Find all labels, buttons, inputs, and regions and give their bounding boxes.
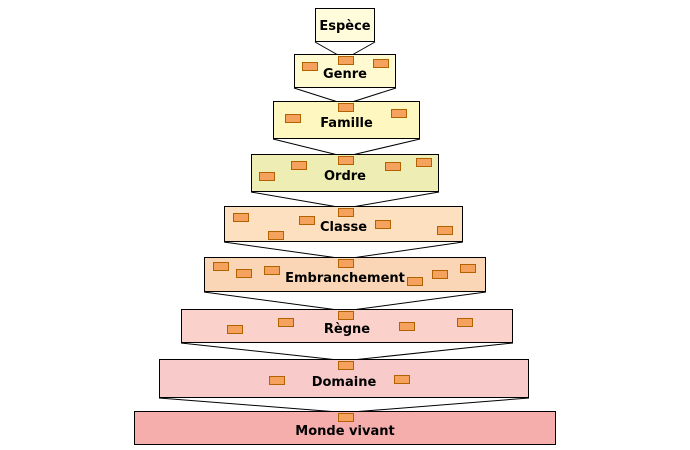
funnel-target-marker: [338, 311, 354, 320]
level-domaine-label: Domaine: [311, 374, 377, 390]
taxon-marker: [285, 114, 301, 123]
taxon-marker: [437, 226, 453, 235]
funnel-target-marker: [338, 103, 354, 112]
taxon-marker: [394, 375, 410, 384]
taxon-marker: [302, 62, 318, 71]
level-espece-label: Espèce: [319, 19, 371, 34]
taxon-marker: [268, 231, 284, 240]
level-ordre-label: Ordre: [324, 169, 366, 184]
level-ordre: Ordre: [251, 154, 439, 192]
taxon-marker: [299, 216, 315, 225]
funnel-target-marker: [338, 259, 354, 268]
taxon-marker: [213, 262, 229, 271]
taxon-marker: [264, 266, 280, 275]
taxon-marker: [278, 318, 294, 327]
taxon-marker: [432, 270, 448, 279]
funnel-target-marker: [338, 156, 354, 165]
taxon-marker: [385, 162, 401, 171]
level-genre-label: Genre: [323, 67, 367, 82]
taxon-marker: [269, 376, 285, 385]
taxon-marker: [460, 264, 476, 273]
level-espece: Espèce: [315, 8, 375, 42]
taxon-marker: [416, 158, 432, 167]
taxon-marker: [233, 213, 249, 222]
level-domaine: Domaine: [159, 359, 529, 398]
taxon-marker: [259, 172, 275, 181]
funnel-target-marker: [338, 208, 354, 217]
level-genre: Genre: [294, 54, 396, 88]
taxon-marker: [399, 322, 415, 331]
taxon-marker: [291, 161, 307, 170]
level-classe-label: Classe: [319, 220, 368, 235]
level-monde-vivant: Monde vivant: [134, 411, 556, 445]
funnel-target-marker: [338, 413, 354, 422]
taxon-marker: [236, 269, 252, 278]
level-famille: Famille: [273, 101, 420, 139]
level-regne-label: Règne: [323, 322, 371, 337]
taxon-marker: [227, 325, 243, 334]
level-embranchement-label: Embranchement: [285, 270, 405, 286]
level-famille-label: Famille: [320, 116, 373, 131]
level-regne: Règne: [181, 309, 513, 343]
taxon-marker: [373, 59, 389, 68]
funnel-target-marker: [338, 56, 354, 65]
taxon-marker: [407, 277, 423, 286]
taxon-marker: [457, 318, 473, 327]
taxon-marker: [391, 109, 407, 118]
taxon-marker: [375, 220, 391, 229]
funnel-target-marker: [338, 361, 354, 370]
level-monde-vivant-label: Monde vivant: [295, 424, 395, 439]
level-classe: Classe: [224, 206, 463, 242]
level-embranchement: Embranchement: [204, 257, 486, 292]
